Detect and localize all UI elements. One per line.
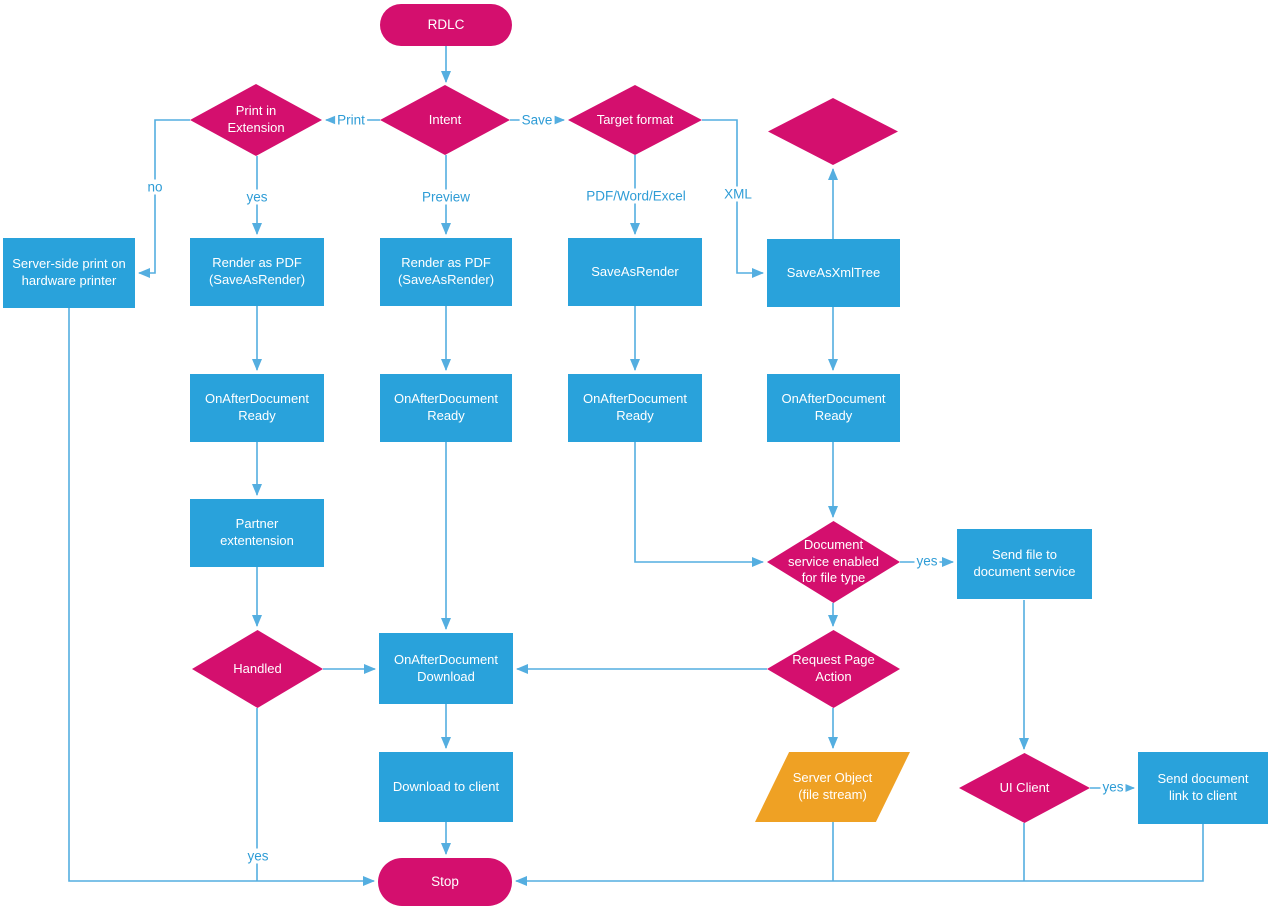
- node-send-document-link: Send document link to client: [1138, 752, 1268, 824]
- node-label: Partner extentension: [220, 516, 294, 548]
- edge-label-yes-print-extension: yes: [244, 189, 270, 205]
- node-label: Handled: [233, 660, 282, 676]
- node-label: Print in Extension: [227, 103, 285, 135]
- edge-label-print: Print: [335, 112, 367, 128]
- edge-label-no: no: [145, 179, 165, 195]
- node-saveasrender: SaveAsRender: [568, 238, 702, 306]
- node-download-to-client: Download to client: [379, 752, 513, 822]
- node-server-side-print: Server-side print on hardware printer: [3, 238, 135, 308]
- node-ui-client-decision: UI Client: [959, 753, 1090, 823]
- node-render-pdf-preview: Render as PDF (SaveAsRender): [380, 238, 512, 306]
- node-label: Render as PDF (SaveAsRender): [397, 255, 495, 287]
- connector-server-side-print-stop: [68, 308, 375, 886]
- edge-label-xml: XML: [722, 186, 754, 202]
- node-label: Intent: [428, 111, 462, 127]
- node-stop-terminator: Stop: [378, 858, 512, 906]
- node-onafterdocumentready-preview: OnAfterDocument Ready: [380, 374, 512, 442]
- node-label: RDLC: [427, 17, 465, 33]
- edge-label-yes-doc-service: yes: [914, 553, 940, 569]
- node-label: OnAfterDocument Download: [393, 651, 499, 684]
- edge-label-save: Save: [519, 112, 555, 128]
- node-label: Server Object (file stream): [792, 770, 873, 802]
- node-partner-extension: Partner extentension: [190, 499, 324, 567]
- edge-label-preview: Preview: [419, 189, 473, 205]
- edge-label-pdf-word-excel: PDF/Word/Excel: [584, 188, 688, 204]
- node-label: Send document link to client: [1157, 771, 1249, 803]
- node-onafterdocumentready-save: OnAfterDocument Ready: [568, 374, 702, 442]
- node-label: OnAfterDocument Ready: [582, 391, 688, 423]
- node-doc-service-enabled-decision: Document service enabled for file type: [767, 521, 900, 603]
- node-handled-decision: Handled: [192, 630, 323, 708]
- node-server-object-data: Server Object (file stream): [755, 752, 910, 822]
- node-onafterdocumentready-print: OnAfterDocument Ready: [190, 374, 324, 442]
- node-label: Download to client: [392, 778, 500, 794]
- node-target-format-decision: Target format: [568, 85, 702, 155]
- diamond-shape: [768, 98, 898, 165]
- node-label: Stop: [431, 874, 459, 890]
- node-label: Send file to document service: [973, 547, 1076, 579]
- node-label: OnAfterDocument Ready: [393, 391, 499, 423]
- node-label: SaveAsRender: [591, 263, 679, 279]
- node-print-in-extension-decision: Print in Extension: [190, 84, 322, 156]
- node-intent-decision: Intent: [380, 85, 510, 155]
- node-label: Server-side print on hardware printer: [12, 256, 126, 288]
- connector-ready-save-doc-service: [634, 442, 764, 567]
- node-label: Request Page Action: [792, 652, 875, 684]
- node-label: Document service enabled for file type: [787, 537, 880, 586]
- node-label: OnAfterDocument Ready: [204, 391, 310, 423]
- edge-label-yes-handled: yes: [245, 848, 271, 864]
- node-label: Target format: [596, 111, 674, 127]
- node-label: OnAfterDocument Ready: [781, 391, 886, 423]
- node-label: SaveAsXmlTree: [786, 264, 881, 280]
- node-onafterdocument-download: OnAfterDocument Download: [379, 633, 513, 704]
- node-rdlc-terminator: RDLC: [380, 4, 512, 46]
- node-empty-decision: [768, 98, 898, 165]
- node-onafterdocumentready-xml: OnAfterDocument Ready: [767, 374, 900, 442]
- node-saveasxmltree: SaveAsXmlTree: [767, 239, 900, 307]
- edge-label-yes-ui-client: yes: [1100, 779, 1126, 795]
- node-render-pdf-print: Render as PDF (SaveAsRender): [190, 238, 324, 306]
- connector-print-in-extension-server-side-print: [138, 119, 190, 278]
- connector-send-document-link-stop: [515, 824, 1204, 886]
- node-send-file-document-service: Send file to document service: [957, 529, 1092, 599]
- node-label: Render as PDF (SaveAsRender): [208, 255, 306, 287]
- node-request-page-action-decision: Request Page Action: [767, 630, 900, 708]
- node-label: UI Client: [999, 779, 1050, 795]
